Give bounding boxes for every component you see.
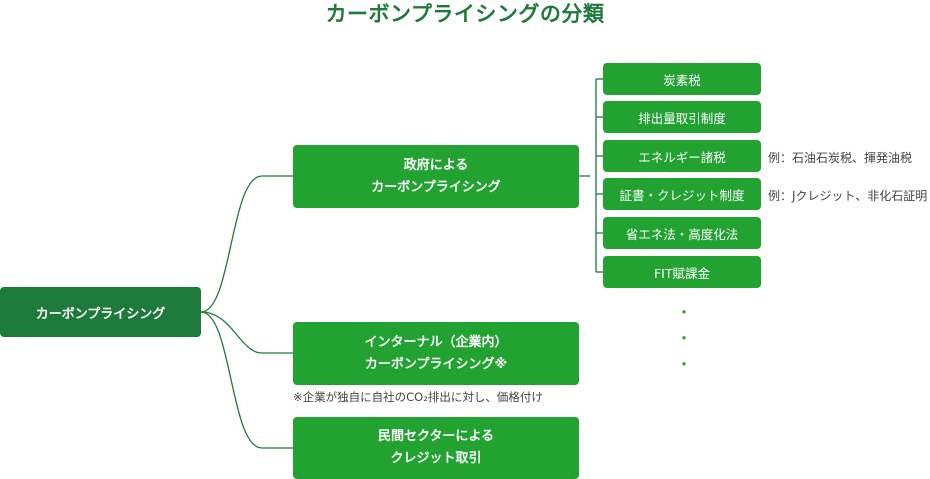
leaf-node-certificates-credits: 証書・クレジット制度 [603,178,761,210]
leaf-label-fit-levy: FIT賦課金 [653,265,710,281]
connector-root-to-internal [200,311,293,354]
leaf-node-carbon-tax: 炭素税 [603,63,761,95]
internal-footnote: ※企業が独自に自社のCO₂排出に対し、価格付け [293,390,543,404]
branch-internal-line2: カーボンプライシング※ [364,356,508,372]
branch-private-line1: 民間セクターによる [377,429,495,444]
ellipsis-dot: ・ [676,329,693,348]
leaf-node-energy-taxes: エネルギー諸税 [603,140,761,172]
example-note-certificates-credits: 例：Jクレジット、非化石証明 [768,189,928,203]
branch-node-private: 民間セクターによる クレジット取引 [293,417,579,479]
leaf-label-energy-taxes: エネルギー諸税 [638,149,726,165]
ellipsis-dot: ・ [676,355,693,374]
leaf-label-emissions-trading: 排出量取引制度 [638,110,726,126]
root-node-label: カーボンプライシング [35,306,166,322]
branch-government-line2: カーボンプライシング [371,179,501,195]
leaf-label-certificates-credits: 証書・クレジット制度 [619,187,745,203]
root-node-carbon-pricing: カーボンプライシング [0,287,201,337]
leaf-node-fit-levy: FIT賦課金 [603,256,761,288]
continuation-dots: ・ ・ ・ [676,300,693,378]
branch-government-line1: 政府による [403,157,469,173]
leaf-label-energy-laws: 省エネ法・高度化法 [625,226,739,242]
leaf-label-carbon-tax: 炭素税 [663,72,701,88]
leaf-node-emissions-trading: 排出量取引制度 [603,101,761,133]
branch-node-internal: インターナル（企業内） カーボンプライシング※ [293,322,579,385]
ellipsis-dot: ・ [676,303,693,322]
diagram-title: カーボンプライシングの分類 [325,2,605,26]
leaf-node-energy-laws: 省エネ法・高度化法 [603,217,761,249]
branch-internal-line1: インターナル（企業内） [364,334,508,350]
example-note-energy-taxes: 例：石油石炭税、揮発油税 [768,151,913,165]
branch-private-line2: クレジット取引 [390,451,482,466]
connector-root-to-government [200,175,293,313]
branch-node-government: 政府による カーボンプライシング [293,145,579,208]
connector-root-to-private [200,311,293,449]
